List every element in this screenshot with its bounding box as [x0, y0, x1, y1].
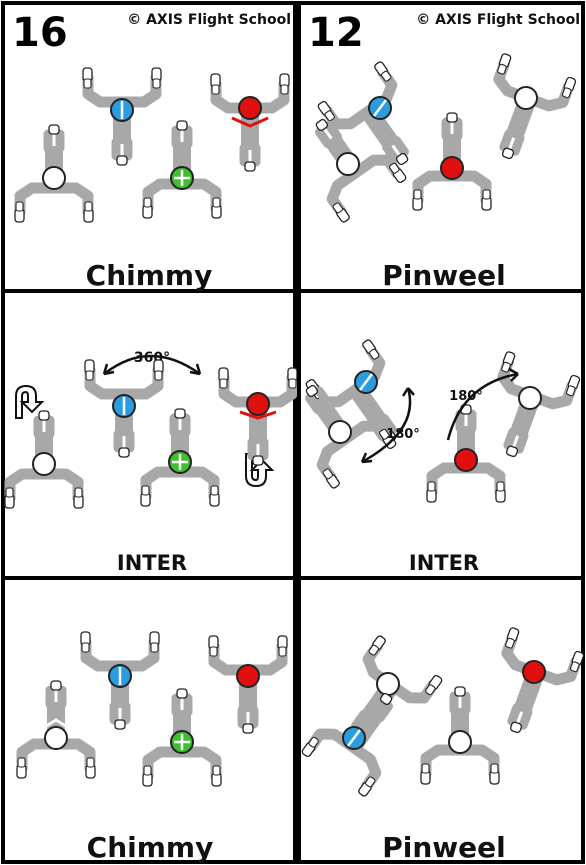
rotation-arc [361, 387, 412, 464]
left-inter: 360° [5, 350, 297, 508]
helmet-white [448, 730, 472, 754]
helmet-red [440, 156, 464, 180]
left-formation-3-name: Chimmy [87, 831, 214, 864]
left-formation-3 [17, 632, 287, 786]
helmet-white [336, 152, 360, 176]
red-grip-lines [231, 116, 269, 128]
card-left: 16 © AXIS Flight School Chimmy 360° [3, 1, 297, 864]
rotation-arc [103, 354, 201, 376]
helmet-white [328, 420, 352, 444]
card-right: 12 © AXIS Flight School Pinweel [277, 1, 584, 864]
right-formation-1-name: Pinweel [382, 259, 506, 292]
helmet-red [246, 392, 270, 416]
helmet-red [238, 96, 262, 120]
right-formation-3 [301, 627, 584, 797]
helmet-white [376, 672, 400, 696]
card-right-copyright: © AXIS Flight School [416, 12, 580, 28]
helmet-red [236, 664, 260, 688]
helmet-red [454, 448, 478, 472]
right-formation-1 [287, 53, 576, 223]
left-formation-1 [15, 68, 289, 222]
rotation-180-label-1: 180° [386, 427, 420, 442]
rotation-arc [446, 372, 519, 441]
left-formation-1-name: Chimmy [86, 259, 213, 292]
helmet-white [42, 166, 66, 190]
card-left-copyright: © AXIS Flight School [127, 12, 291, 28]
helmet-white [514, 86, 538, 110]
rotation-360-label: 360° [134, 350, 170, 366]
left-formation-2-name: INTER [117, 551, 187, 575]
right-formation-2-name: INTER [409, 551, 479, 575]
right-inter: 180° 180° [277, 339, 580, 502]
helmet-white [518, 386, 542, 410]
rotation-180-label-2: 180° [449, 389, 483, 404]
helmet-red [522, 660, 546, 684]
card-left-number: 16 [12, 10, 68, 56]
helmet-white [32, 452, 56, 476]
turn-arrow-icon [15, 384, 45, 419]
right-formation-3-name: Pinweel [382, 831, 506, 864]
helmet-white [44, 726, 68, 750]
card-right-number: 12 [308, 10, 364, 56]
